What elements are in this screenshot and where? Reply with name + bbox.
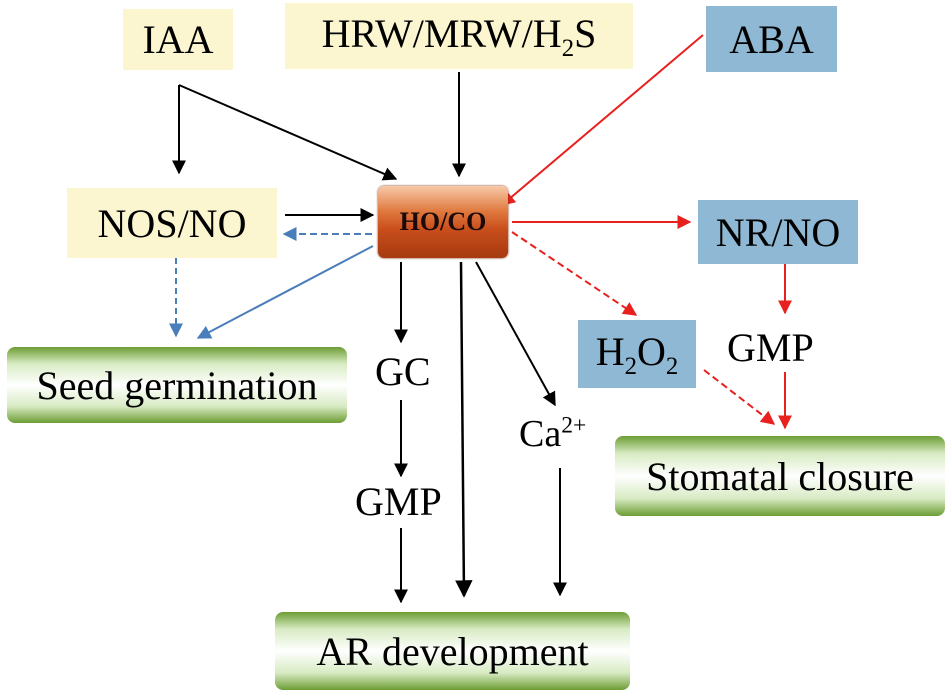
node-iaa: IAA <box>123 9 233 70</box>
arrow-iaa-to-hoco <box>178 84 398 181</box>
arrow-hoco-to-ar <box>455 261 473 598</box>
arrow-h2o2-to-stomatal <box>703 369 776 425</box>
node-nr-no-label: NR/NO <box>715 209 841 255</box>
outcome-stomatal-closure: Stomatal closure <box>615 436 945 516</box>
outcome-ar-development: AR development <box>275 612 630 690</box>
label-gc: GC <box>375 349 431 394</box>
label-gmp-center: GMP <box>355 479 442 524</box>
node-nos-no: NOS/NO <box>67 188 277 258</box>
node-ho-co: HO/CO <box>378 186 508 258</box>
arrow-hoco-to-h2o2 <box>511 231 638 316</box>
label-gmp-right: GMP <box>727 325 814 370</box>
node-iaa-label: IAA <box>142 17 214 62</box>
node-aba-label: ABA <box>729 16 814 62</box>
label-ca2plus: Ca2+ <box>519 412 587 455</box>
node-h2o2: H2O2 <box>578 320 696 388</box>
node-aba: ABA <box>706 6 837 72</box>
outcome-stomatal-closure-label: Stomatal closure <box>646 453 914 499</box>
node-nos-no-label: NOS/NO <box>97 200 247 246</box>
arrow-aba-to-hoco <box>500 34 704 206</box>
arrow-hoco-to-ca <box>475 261 556 407</box>
outcome-seed-germination-label: Seed germination <box>36 362 318 408</box>
arrow-hoco-to-seed <box>196 245 374 339</box>
node-ho-co-label: HO/CO <box>399 207 487 236</box>
node-h2o2-label: H2O2 <box>595 328 679 380</box>
node-hrw-mrw-h2s: HRW/MRW/H2S <box>285 3 633 69</box>
node-nr-no: NR/NO <box>698 200 858 264</box>
outcome-ar-development-label: AR development <box>316 628 589 674</box>
node-hrw-label: HRW/MRW/H2S <box>321 10 597 62</box>
outcome-seed-germination: Seed germination <box>7 347 347 423</box>
